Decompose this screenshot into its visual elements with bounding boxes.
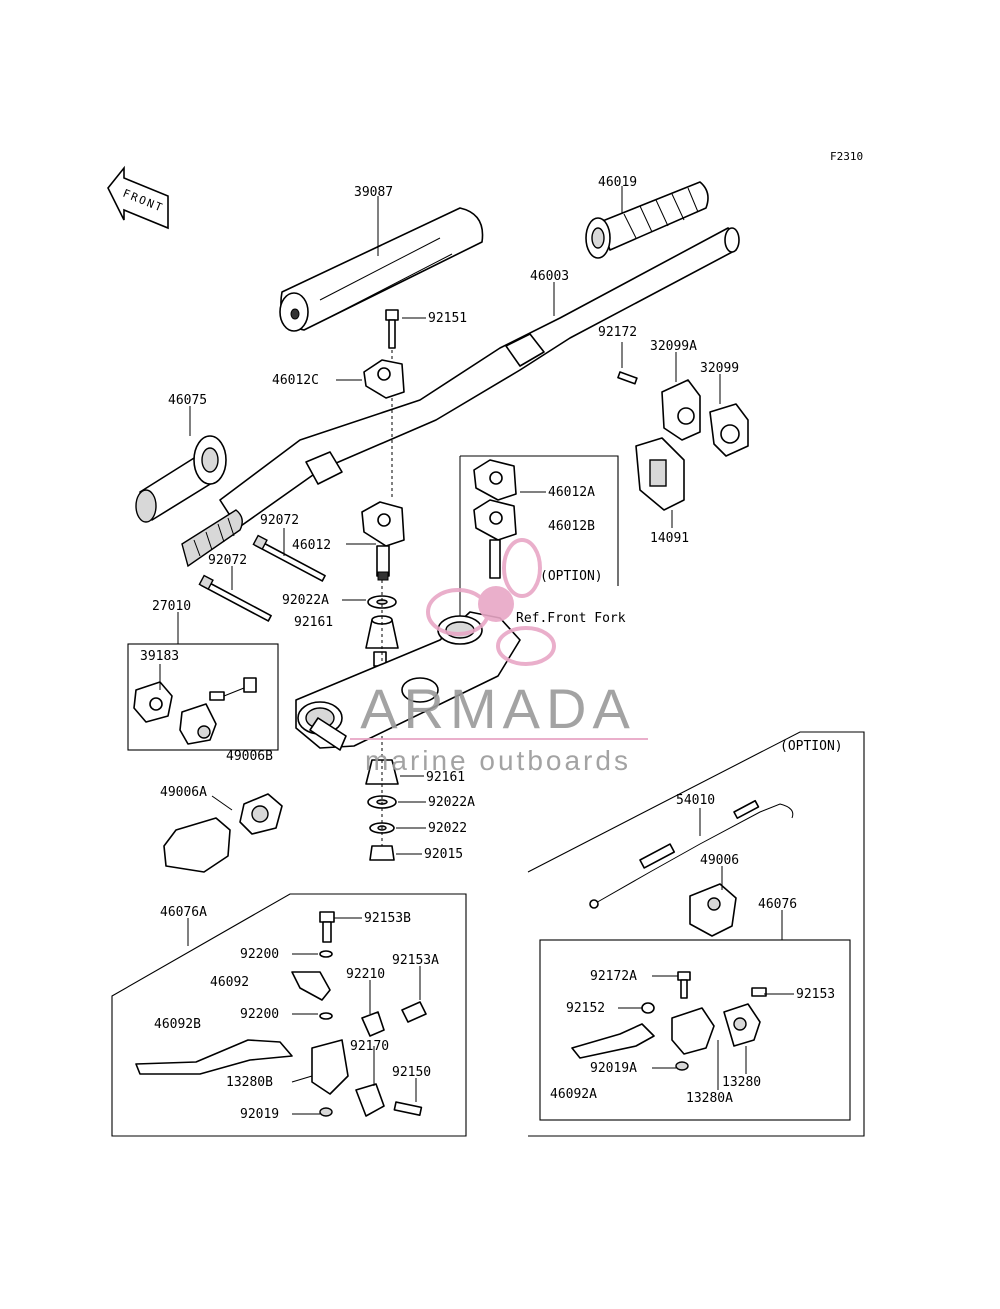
label-49006: 49006 — [700, 853, 739, 868]
label-92153: 92153 — [796, 987, 835, 1002]
label-49006a: 49006A — [160, 785, 207, 800]
label-46012c: 46012C — [272, 373, 319, 388]
switch-parts — [133, 677, 257, 745]
label-46092: 46092 — [210, 975, 249, 990]
label-27010: 27010 — [152, 599, 191, 614]
label-92150: 92150 — [392, 1065, 431, 1080]
label-option-right: (OPTION) — [780, 739, 843, 754]
switch-box — [127, 643, 279, 751]
handlebar — [219, 227, 740, 529]
lower-clamp-46012 — [361, 501, 405, 581]
label-92200-b: 92200 — [240, 1007, 279, 1022]
throttle-tube — [181, 509, 243, 568]
label-54010: 54010 — [676, 793, 715, 808]
label-92172: 92172 — [598, 325, 637, 340]
label-92022a-top: 92022A — [282, 593, 329, 608]
part-labels: 39087 46019 46003 92151 92172 32099A 320… — [140, 175, 843, 1122]
propeller-logo-icon — [426, 538, 556, 666]
cable-54010 — [589, 799, 794, 909]
label-92151: 92151 — [428, 311, 467, 326]
label-46076: 46076 — [758, 897, 797, 912]
label-92152: 92152 — [566, 1001, 605, 1016]
left-lever-box — [111, 893, 467, 1137]
label-32099a: 32099A — [650, 339, 697, 354]
label-46019: 46019 — [598, 175, 637, 190]
label-ref-front-fork: Ref.Front Fork — [516, 611, 626, 626]
label-92019: 92019 — [240, 1107, 279, 1122]
label-46012b: 46012B — [548, 519, 595, 534]
right-option-box — [527, 731, 865, 1137]
label-92161-top: 92161 — [294, 615, 333, 630]
right-lever-box — [539, 939, 851, 1121]
handlebar-pad — [279, 207, 484, 332]
watermark-brand: ARMADA — [360, 677, 636, 740]
label-92019a: 92019A — [590, 1061, 637, 1076]
label-92022a-bot: 92022A — [428, 795, 475, 810]
label-46076a: 46076A — [160, 905, 207, 920]
left-grip — [135, 435, 227, 523]
label-92172a: 92172A — [590, 969, 637, 984]
label-92170: 92170 — [350, 1039, 389, 1054]
label-49006b: 49006B — [226, 749, 273, 764]
right-lever-parts — [571, 971, 767, 1071]
label-46003: 46003 — [530, 269, 569, 284]
right-grip — [585, 181, 709, 259]
label-92161-bot: 92161 — [426, 770, 465, 785]
perch-49006 — [689, 883, 737, 937]
watermark-rule — [350, 738, 648, 740]
label-92200-a: 92200 — [240, 947, 279, 962]
switch-housing-49006a — [163, 793, 283, 873]
option-box-clamps — [460, 455, 619, 586]
upper-clamp-46012c — [363, 359, 405, 399]
label-13280a: 13280A — [686, 1091, 733, 1106]
label-92015: 92015 — [424, 847, 463, 862]
figure-code: F2310 — [830, 150, 863, 163]
leader-lines — [159, 186, 794, 1115]
label-92022: 92022 — [428, 821, 467, 836]
front-arrow-icon: FRONT — [107, 165, 169, 230]
label-92072-a: 92072 — [260, 513, 299, 528]
label-option-clamps: (OPTION) — [540, 569, 603, 584]
label-46012: 46012 — [292, 538, 331, 553]
option-clamps — [473, 459, 517, 579]
label-46092b: 46092B — [154, 1017, 201, 1032]
label-92153b: 92153B — [364, 911, 411, 926]
label-46092a: 46092A — [550, 1087, 597, 1102]
label-13280b: 13280B — [226, 1075, 273, 1090]
label-92072-b: 92072 — [208, 553, 247, 568]
label-46012a: 46012A — [548, 485, 595, 500]
label-13280: 13280 — [722, 1075, 761, 1090]
cable-ties — [198, 534, 326, 622]
fork-mount-hardware — [365, 580, 399, 861]
kill-switch-assembly — [617, 371, 749, 511]
bolt-92151 — [385, 309, 399, 500]
triple-clamp — [295, 611, 521, 751]
label-92210: 92210 — [346, 967, 385, 982]
left-lever-parts — [135, 911, 427, 1117]
label-14091: 14091 — [650, 531, 689, 546]
label-32099: 32099 — [700, 361, 739, 376]
watermark-tagline: marine outboards — [365, 745, 631, 776]
label-46075: 46075 — [168, 393, 207, 408]
watermark: ARMADA marine outboards — [350, 538, 648, 776]
label-39087: 39087 — [354, 185, 393, 200]
label-92153a: 92153A — [392, 953, 439, 968]
label-39183: 39183 — [140, 649, 179, 664]
